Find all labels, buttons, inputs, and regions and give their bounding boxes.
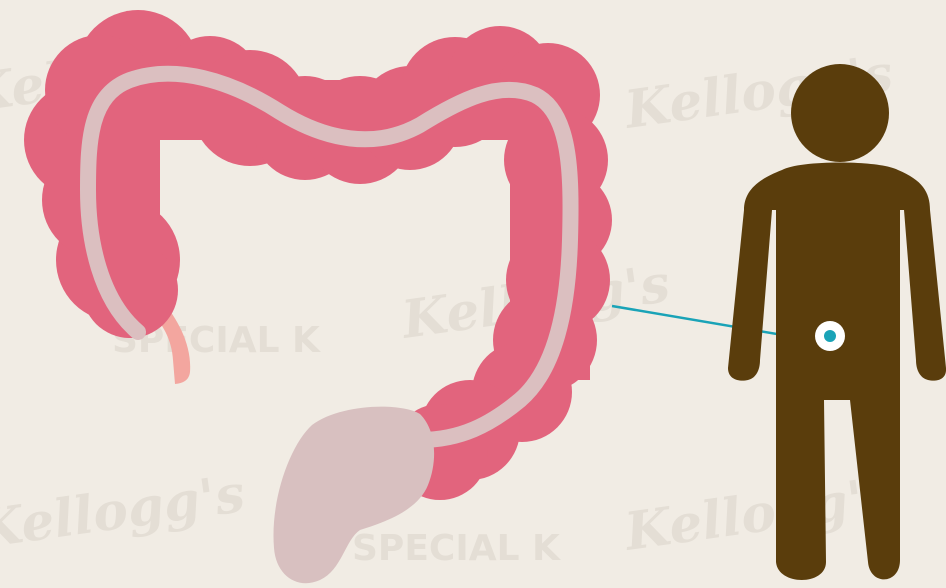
watermark-brand: Kellogg's [0,463,248,561]
watermark-brand: Kellogg's [619,465,896,563]
location-marker-icon [815,321,845,351]
person-head [791,64,889,162]
watermark-product: SPECIAL K [352,528,561,569]
